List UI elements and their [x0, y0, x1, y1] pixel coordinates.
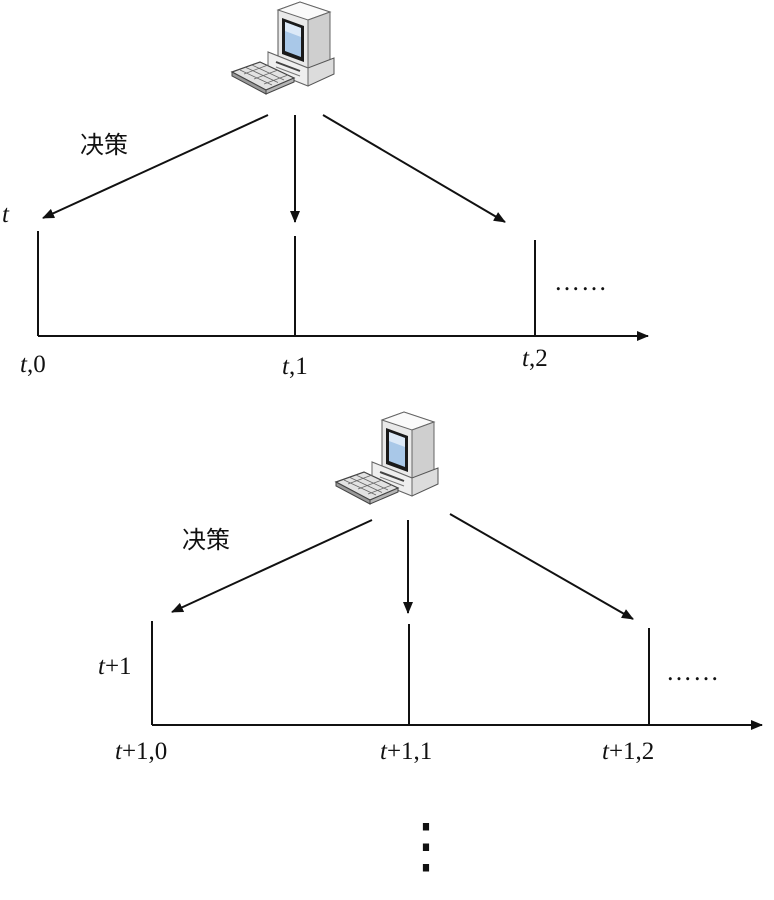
- continuation-dots: ……: [666, 657, 720, 686]
- stage-label: t: [2, 201, 10, 228]
- tick-label-1: t+1,1: [380, 738, 432, 765]
- panel-1: 决策 t …… t,0 t,1 t,2: [2, 1, 649, 380]
- tick-label-0: t,0: [20, 351, 46, 378]
- panel-2: 决策 t+1 …… t+1,0 t+1,1 t+1,2: [98, 411, 763, 765]
- decision-label: 决策: [182, 526, 230, 554]
- continuation-dots: ……: [554, 267, 608, 296]
- decision-arrow-right: [322, 114, 506, 223]
- decision-arrow-left: [42, 114, 269, 219]
- decision-arrow-right: [449, 513, 634, 620]
- decision-label: 决策: [80, 131, 128, 159]
- tick-label-2: t,2: [522, 345, 548, 372]
- computer-icon: [231, 1, 335, 95]
- tick-label-0: t+1,0: [115, 738, 167, 765]
- vertical-continuation-dots: ⋮: [396, 813, 456, 879]
- tick-label-2: t+1,2: [602, 738, 654, 765]
- stage-label: t+1: [98, 653, 132, 680]
- decision-arrow-left: [171, 519, 373, 613]
- computer-icon: [335, 411, 439, 505]
- tick-label-1: t,1: [282, 353, 308, 380]
